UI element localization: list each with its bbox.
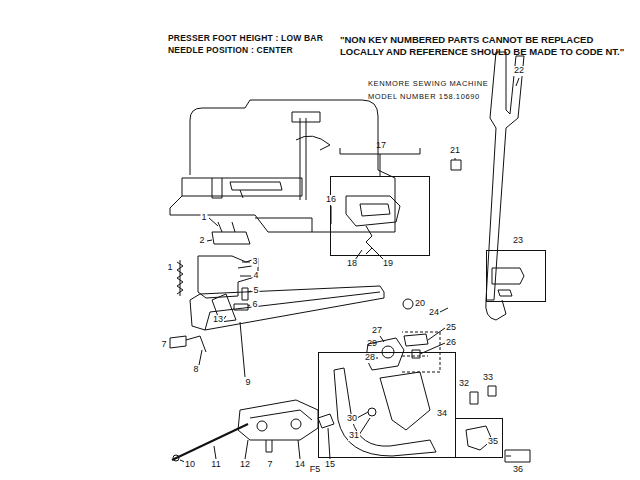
part-group-box: 17 bbox=[330, 176, 430, 256]
note-text: "NON KEY NUMBERED PARTS CANNOT BE REPLAC… bbox=[340, 34, 630, 58]
callout-number: F5 bbox=[309, 465, 322, 475]
group-number: 34 bbox=[437, 409, 447, 419]
callout-number: 2 bbox=[198, 236, 205, 246]
callout-number: 30 bbox=[346, 414, 358, 424]
note-text: NEEDLE POSITION : CENTER bbox=[168, 46, 293, 55]
group-number: 29 bbox=[367, 339, 377, 349]
note-text: KENMORE SEWING MACHINE bbox=[368, 80, 488, 88]
callout-number: 3 bbox=[251, 257, 258, 267]
callout-number: 21 bbox=[449, 146, 461, 156]
group-number: 17 bbox=[376, 141, 386, 151]
callout-number: 6 bbox=[251, 300, 258, 310]
callout-number: 25 bbox=[445, 323, 457, 333]
callout-number: 5 bbox=[252, 286, 259, 296]
callout-number: 16 bbox=[325, 195, 337, 205]
callout-number: 27 bbox=[371, 326, 383, 336]
callout-number: 10 bbox=[184, 460, 196, 470]
part-group-box: 23 bbox=[486, 250, 546, 302]
callout-number: 28 bbox=[364, 353, 376, 363]
callout-number: 15 bbox=[324, 460, 336, 470]
callout-number: 11 bbox=[210, 460, 221, 470]
callout-number: 7 bbox=[266, 460, 273, 470]
callout-number: 12 bbox=[239, 460, 251, 470]
callout-number: 22 bbox=[513, 66, 525, 76]
callout-number: 35 bbox=[487, 437, 499, 447]
note-text: PRESSER FOOT HEIGHT : LOW BAR bbox=[168, 34, 323, 43]
callout-number: 36 bbox=[512, 465, 524, 475]
callout-number: 20 bbox=[414, 299, 426, 309]
callout-number: 32 bbox=[458, 379, 470, 389]
callout-number: 18 bbox=[346, 259, 358, 269]
callout-number: 31 bbox=[348, 431, 360, 441]
part-group-box: 29 bbox=[318, 352, 456, 458]
callout-number: 1 bbox=[200, 213, 207, 223]
callout-number: 7 bbox=[160, 340, 167, 350]
callout-number: 8 bbox=[192, 365, 199, 375]
callout-number: 33 bbox=[482, 373, 494, 383]
callout-number: 19 bbox=[382, 259, 394, 269]
note-text: MODEL NUMBER 158.10690 bbox=[368, 93, 480, 101]
callout-number: 26 bbox=[445, 338, 457, 348]
callout-number: 24 bbox=[428, 308, 440, 318]
group-number: 23 bbox=[513, 236, 523, 246]
callout-number: 13 bbox=[212, 315, 224, 325]
callout-number: 9 bbox=[244, 378, 251, 388]
callout-number: 14 bbox=[294, 460, 306, 470]
callout-number: 1 bbox=[166, 263, 173, 273]
callout-number: 4 bbox=[252, 271, 259, 281]
